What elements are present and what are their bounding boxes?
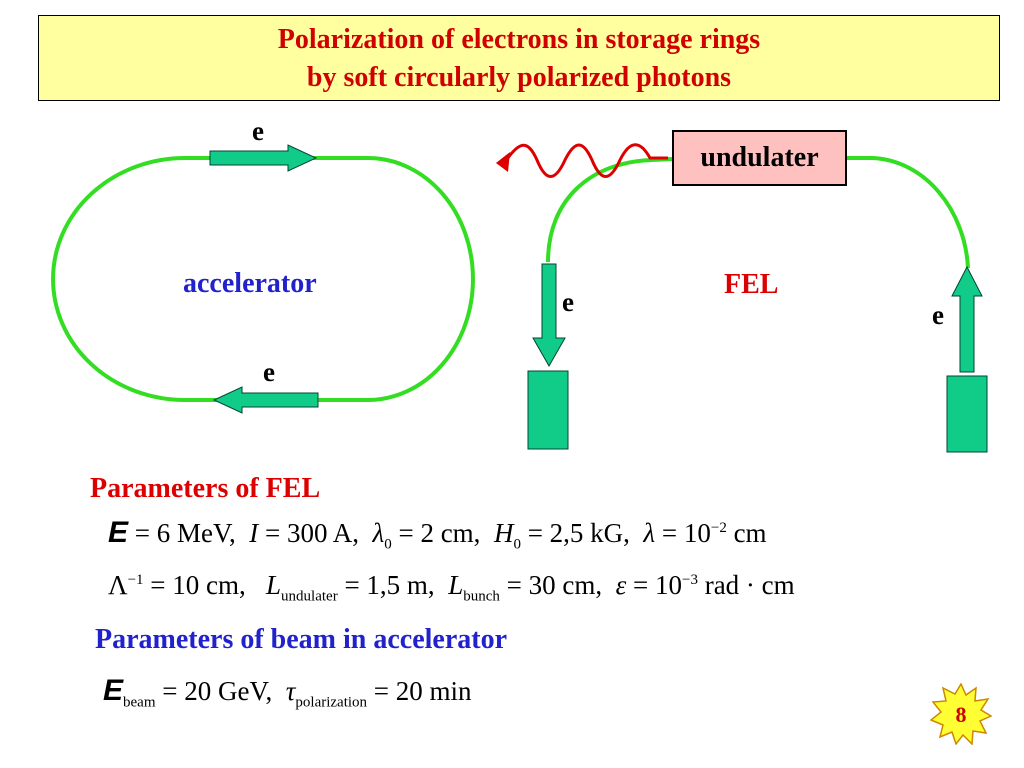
electron-arrow-left [212, 386, 319, 414]
fel-params-line-1: E = 6 MeV, I = 300 A, λ0 = 2 cm, H0 = 2,… [108, 516, 767, 553]
accelerator-label: accelerator [183, 268, 317, 299]
title-line-1: Polarization of electrons in storage rin… [277, 24, 761, 55]
electron-label-fel-right: e [932, 300, 944, 330]
tau-value: = 20 min [367, 676, 472, 706]
lambda-symbol: λ [643, 518, 656, 548]
beam-energy-value: = 20 GeV, [155, 676, 273, 706]
tau-sub: polarization [295, 694, 368, 711]
photon-arrowhead [496, 152, 510, 172]
electron-label-bottom: e [263, 357, 275, 387]
energy-value: = 6 MeV, [128, 518, 236, 548]
h0-value: = 2,5 kG, [520, 518, 630, 548]
tau-symbol: τ [285, 676, 296, 706]
accelerator-ring-track [51, 156, 475, 402]
electron-label-top: e [252, 116, 264, 146]
beam-energy-symbol: E [103, 674, 124, 707]
bunch-length-symbol: L [448, 570, 464, 600]
fel-label: FEL [724, 269, 778, 300]
lambda-unit: cm [726, 518, 767, 548]
emittance-value: = 10 [626, 570, 682, 600]
big-lambda-value: = 10 cm, [143, 570, 246, 600]
lambda-exponent: −2 [710, 520, 727, 536]
page-number-badge: 8 [930, 683, 992, 745]
beam-dump-left [527, 370, 569, 450]
h0-sub: 0 [513, 536, 521, 553]
big-lambda-exponent: −1 [127, 572, 144, 588]
undulater-length-value: = 1,5 m, [337, 570, 435, 600]
photon-wave [503, 143, 668, 178]
fel-params-line-2: Λ−1 = 10 cm, Lundulater = 1,5 m, Lbunch … [108, 570, 795, 605]
current-value: = 300 A, [258, 518, 360, 548]
undulater-length-sub: undulater [281, 588, 338, 605]
bunch-length-sub: bunch [463, 588, 500, 605]
undulater-length-symbol: L [266, 570, 282, 600]
bunch-length-value: = 30 cm, [499, 570, 603, 600]
big-lambda-symbol: Λ [108, 570, 128, 600]
fel-track-left [546, 157, 673, 263]
beam-dump-right [946, 375, 988, 453]
electron-label-fel-left: e [562, 287, 574, 317]
electron-arrow-right [209, 144, 318, 172]
title-line-2: by soft circularly polarized photons [306, 62, 732, 93]
emittance-unit: rad · cm [697, 570, 795, 600]
fel-track-right [847, 156, 970, 269]
current-symbol: I [249, 518, 259, 548]
lambda0-value: = 2 cm, [391, 518, 481, 548]
lambda0-sub: 0 [384, 536, 392, 553]
energy-symbol: E [108, 516, 129, 549]
beam-params-line: Ebeam = 20 GeV, τpolarization = 20 min [103, 674, 472, 711]
fel-params-heading: Parameters of FEL [90, 473, 321, 504]
undulater-box: undulater [672, 130, 847, 186]
title-box: Polarization of electrons in storage rin… [38, 15, 1000, 101]
electron-arrow-up [951, 265, 983, 373]
beam-energy-sub: beam [123, 694, 156, 711]
beam-params-heading: Parameters of beam in accelerator [95, 624, 508, 655]
page-number: 8 [956, 702, 967, 727]
lambda0-symbol: λ [372, 518, 385, 548]
electron-arrow-down [532, 263, 566, 368]
lambda-value: = 10 [655, 518, 711, 548]
emittance-exponent: −3 [681, 572, 698, 588]
emittance-symbol: ε [615, 570, 627, 600]
h0-symbol: H [493, 518, 514, 548]
